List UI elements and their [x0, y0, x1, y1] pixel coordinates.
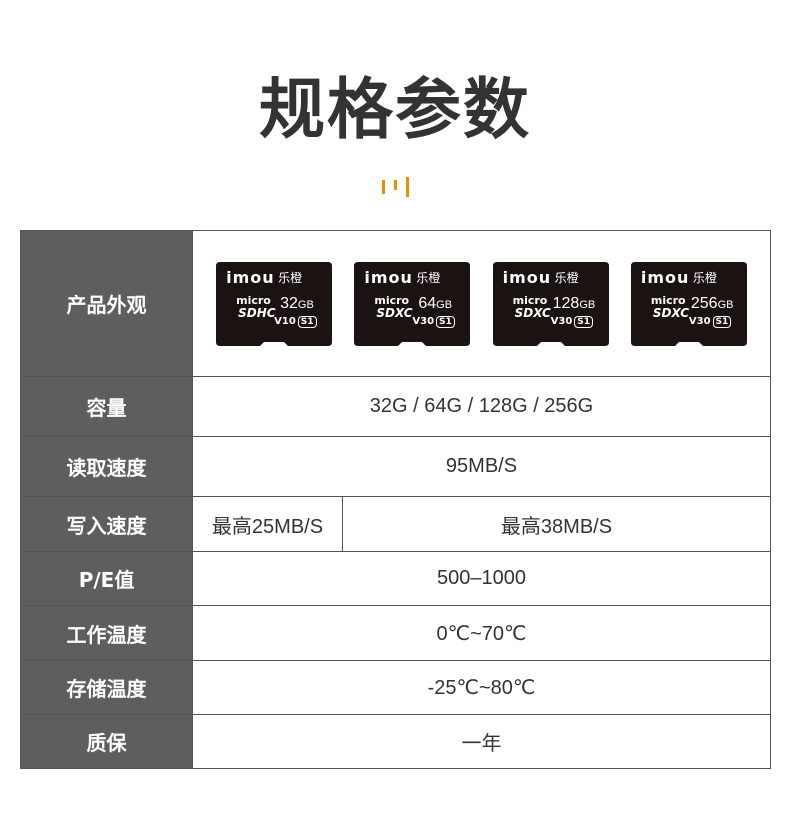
- card-micro-text: micro: [650, 293, 686, 307]
- card-brand-cn: 乐橙: [554, 270, 579, 285]
- title-decoration: [382, 177, 412, 197]
- card-capacity-unit: GB: [579, 298, 596, 311]
- table-row: 写入速度 最高25MB/S 最高38MB/S: [20, 496, 771, 552]
- card-micro-text: micro: [236, 293, 271, 307]
- row-value: 95MB/S: [192, 436, 771, 497]
- card-brand-cn: 乐橙: [278, 270, 303, 285]
- row-label: P/E值: [20, 551, 193, 606]
- table-row: 容量 32G / 64G / 128G / 256G: [20, 376, 771, 437]
- row-value: 最高38MB/S: [342, 496, 771, 552]
- card-capacity-unit: GB: [436, 298, 453, 311]
- card-capacity: 128GB: [553, 295, 596, 313]
- card-shape: [216, 261, 333, 346]
- card-capacity-value: 64: [418, 294, 437, 312]
- table-row: P/E值 500–1000: [20, 551, 771, 606]
- table-row: 读取速度 95MB/S: [20, 436, 771, 497]
- card-sd-class: XC: [394, 305, 413, 320]
- card-speed-mark: V30: [412, 315, 435, 327]
- card-sd-text: SD: [652, 305, 672, 320]
- card-sd-class: HC: [256, 305, 276, 320]
- row-label: 容量: [20, 376, 193, 437]
- card-sd-text: SD: [376, 305, 395, 320]
- row-value: 32G / 64G / 128G / 256G: [192, 376, 771, 437]
- card-brand: imou: [364, 267, 413, 287]
- card-micro-text: micro: [512, 293, 548, 307]
- card-capacity: 64GB: [418, 295, 452, 313]
- card-brand-cn: 乐橙: [692, 270, 717, 285]
- table-row: 存储温度 -25℃~80℃: [20, 660, 771, 715]
- card-uhs-mark: S1: [436, 315, 455, 328]
- row-value: 一年: [192, 714, 771, 769]
- card-sd-text: SD: [514, 305, 534, 320]
- row-label: 写入速度: [20, 496, 193, 552]
- table-row: 工作温度 0℃~70℃: [20, 605, 771, 661]
- card-sd-class: XC: [533, 305, 551, 320]
- card-speed-mark: V10: [274, 315, 296, 327]
- card-speed-mark: V30: [688, 315, 711, 327]
- card-shape: [354, 261, 471, 346]
- card-sd-logo: SDXC: [653, 306, 689, 320]
- row-value: 500–1000: [192, 551, 771, 606]
- row-label: 质保: [20, 714, 193, 769]
- card-micro-text: micro: [374, 293, 410, 307]
- row-label: 存储温度: [20, 660, 193, 715]
- card-brand: imou: [640, 267, 690, 287]
- card-capacity-unit: GB: [297, 298, 314, 311]
- card-uhs-mark: S1: [297, 315, 317, 328]
- card-speed-mark: V30: [550, 315, 573, 327]
- card-brand: imou: [226, 267, 275, 287]
- card-brand: imou: [502, 267, 552, 287]
- row-label: 产品外观: [20, 230, 193, 377]
- row-value: 最高25MB/S: [192, 496, 343, 552]
- card-sd-class: XC: [671, 305, 690, 320]
- card-sd-text: SD: [238, 305, 257, 320]
- row-label: 读取速度: [20, 436, 193, 497]
- card-capacity: 256GB: [691, 295, 734, 313]
- card-capacity-unit: GB: [717, 298, 734, 311]
- card-sd-logo: SDXC: [376, 306, 412, 320]
- card-capacity-value: 128: [552, 294, 580, 312]
- card-uhs-mark: S1: [574, 315, 594, 328]
- card-uhs-mark: S1: [712, 315, 732, 328]
- card-sd-logo: SDHC: [238, 306, 275, 320]
- card-shape: [630, 261, 747, 346]
- card-sd-logo: SDXC: [515, 306, 551, 320]
- row-label: 工作温度: [20, 605, 193, 661]
- card-capacity: 32GB: [280, 295, 314, 313]
- row-value: -25℃~80℃: [192, 660, 771, 715]
- card-shape: [492, 261, 609, 346]
- table-row: 质保 一年: [20, 714, 771, 769]
- card-brand-cn: 乐橙: [416, 270, 441, 285]
- card-capacity-value: 32: [280, 294, 298, 312]
- page-title: 规格参数: [259, 71, 531, 148]
- row-value: 0℃~70℃: [192, 605, 771, 661]
- card-capacity-value: 256: [690, 294, 718, 312]
